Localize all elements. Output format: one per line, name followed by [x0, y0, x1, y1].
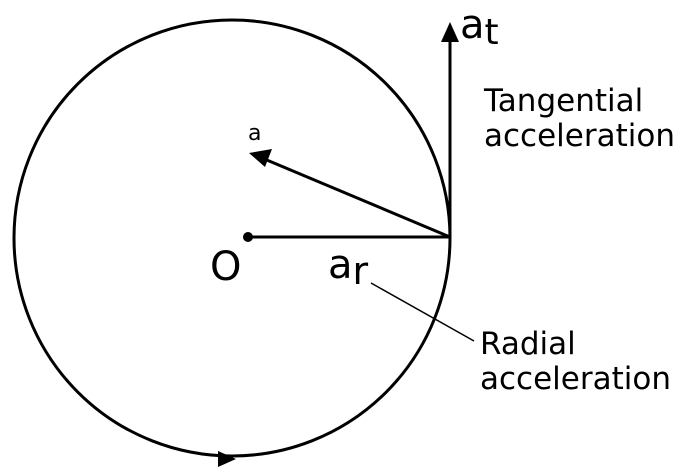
origin-label: O [210, 244, 241, 290]
radial-leader-line [370, 282, 475, 342]
radial-caption-line1: Radial [480, 326, 576, 362]
tangential-caption-line1: Tangential [483, 83, 643, 119]
radial-caption-line2: acceleration [480, 361, 671, 397]
resultant-acceleration-vector [261, 156, 451, 239]
tangential-caption-line2: acceleration [484, 118, 675, 154]
tangential-arrowhead [441, 22, 459, 42]
direction-arrowhead [218, 451, 236, 467]
radial-symbol: ar [328, 242, 369, 293]
resultant-label: a [248, 121, 261, 146]
tangential-symbol: at [460, 2, 499, 53]
resultant-arrowhead [249, 149, 272, 167]
